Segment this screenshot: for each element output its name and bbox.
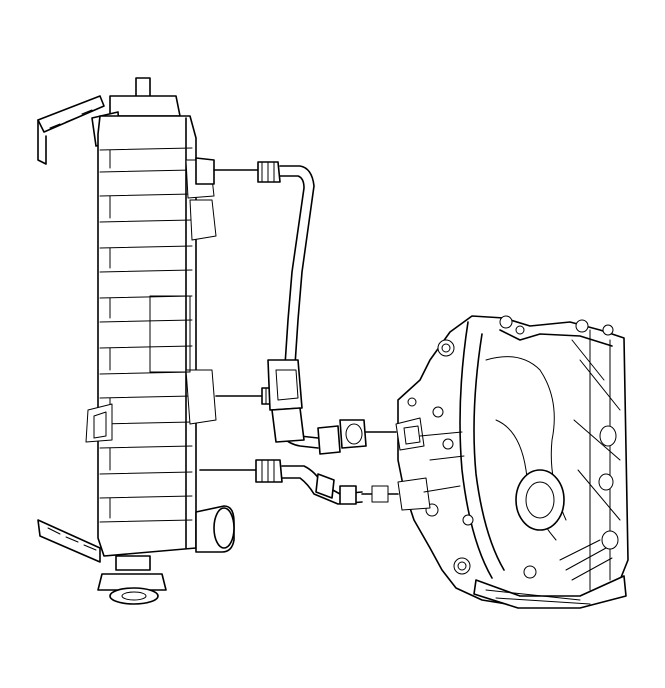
cooler-line-retaining-bracket [267,359,305,443]
transmission-cooler-line-lower [281,465,363,505]
radiator-top-neck [135,77,151,99]
radiator-support-frame [37,95,105,563]
transmission-fitting-upper [317,419,397,455]
radiator-bottom-mount [115,555,151,571]
transmission-fitting-lower [361,485,399,503]
automatic-transmission-case [395,315,629,609]
lower-radiator-fitting [199,459,283,483]
radiator-core-with-side-tank [85,77,235,605]
upper-radiator-fitting [195,157,281,185]
middle-radiator-fitting [215,387,277,405]
